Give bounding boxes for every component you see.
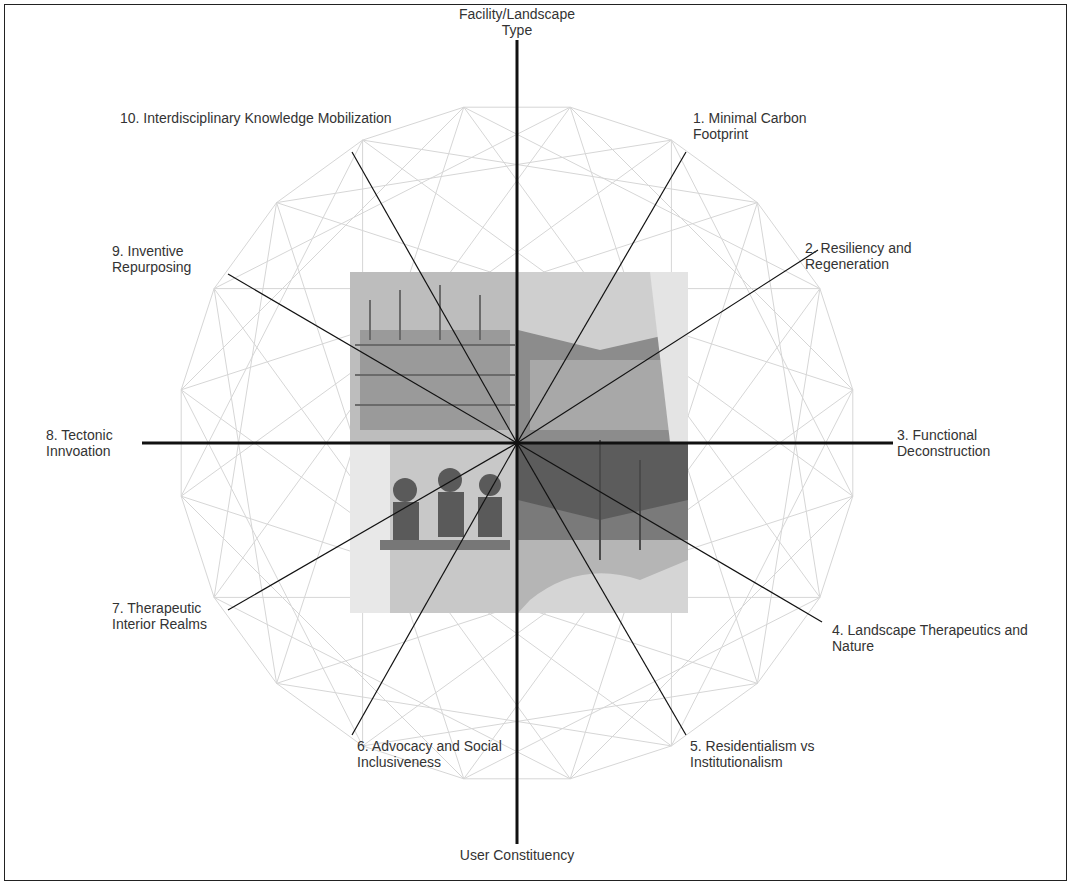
- frame: [5, 5, 1067, 881]
- web-line: [214, 597, 277, 683]
- web-line: [820, 289, 853, 390]
- axis-label: 10. Interdisciplinary Knowledge Mobiliza…: [120, 110, 440, 126]
- axis-label: 5. Residentialism vs Institutionalism: [690, 738, 860, 770]
- axis-label: 3. Functional Deconstruction: [897, 427, 1062, 459]
- web-line: [363, 140, 758, 203]
- axis-label: 9. Inventive Repurposing: [112, 243, 224, 275]
- web-line: [181, 496, 214, 597]
- web-line: [214, 203, 277, 289]
- axis-label: Facility/Landscape Type: [447, 6, 587, 38]
- web-line: [671, 683, 757, 746]
- web-line: [277, 683, 363, 746]
- web-line: [570, 107, 671, 140]
- web-line: [277, 140, 363, 203]
- axis-label: User Constituency: [447, 847, 587, 863]
- axis-label: 8. Tectonic Innvoation: [46, 427, 141, 459]
- web-line: [671, 140, 757, 203]
- web-line: [820, 496, 853, 597]
- axes: [142, 40, 893, 844]
- axis-label: 1. Minimal Carbon Footprint: [693, 110, 833, 142]
- web-line: [277, 140, 672, 203]
- axis-label: 6. Advocacy and Social Inclusiveness: [357, 738, 517, 770]
- axis-label: 2. Resiliency and Regeneration: [805, 240, 925, 272]
- axis-label: 7. Therapeutic Interior Realms: [112, 600, 224, 632]
- web-line: [570, 746, 671, 779]
- web-line: [757, 597, 820, 683]
- web-line: [181, 289, 214, 390]
- axis-label: 4. Landscape Therapeutics and Nature: [832, 622, 1042, 654]
